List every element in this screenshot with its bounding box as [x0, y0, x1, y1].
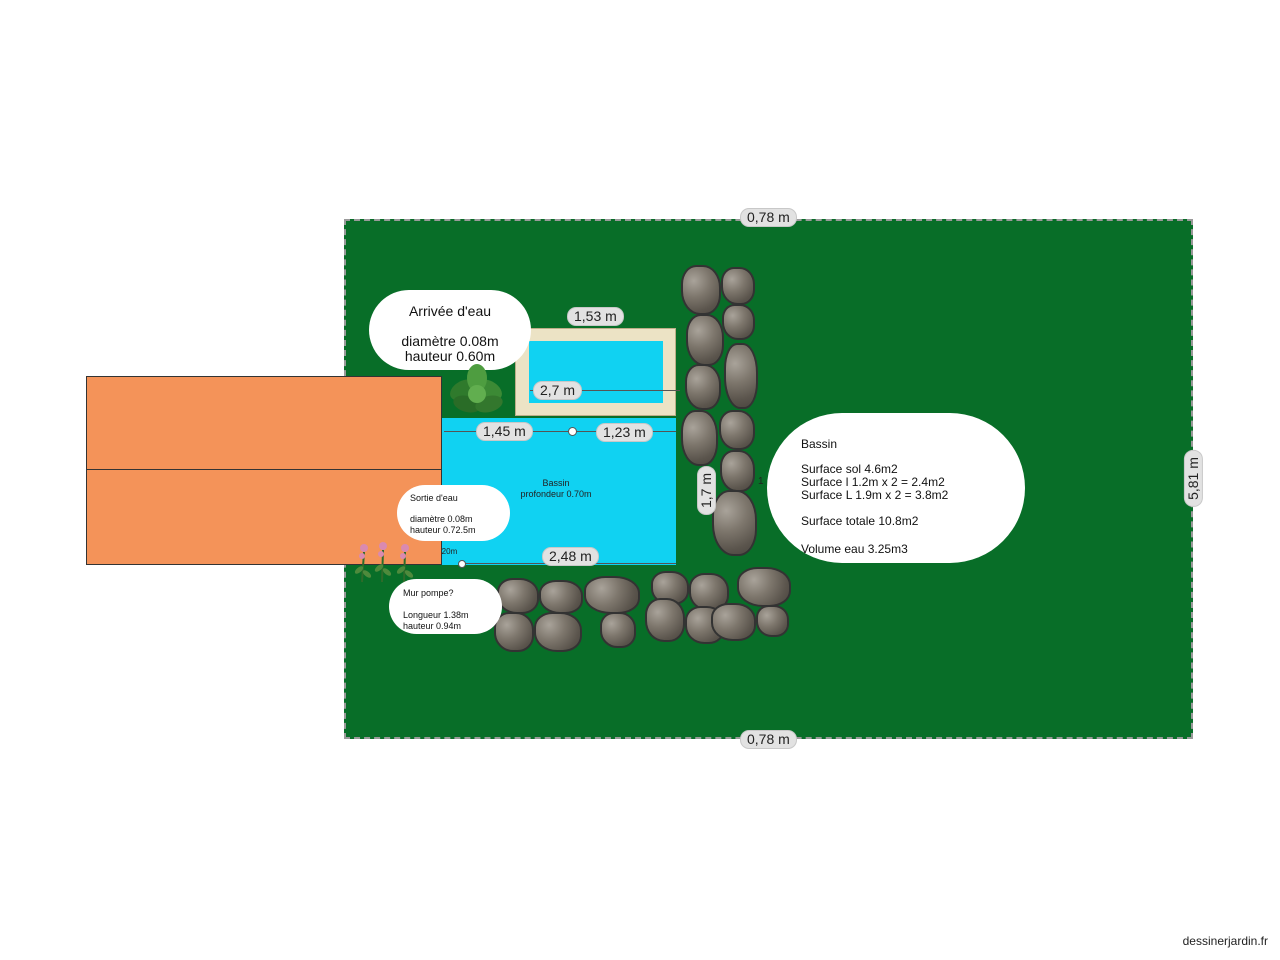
- stone[interactable]: [497, 578, 539, 614]
- pump-wall-note[interactable]: Mur pompe? Longueur 1.38m hauteur 0.94m: [389, 579, 502, 634]
- plant-icon: [450, 364, 503, 413]
- water-outlet-diameter: diamètre 0.08m: [410, 514, 473, 524]
- dimension-basin-top-depth[interactable]: 2,7 m: [534, 382, 582, 399]
- dimension-right-segment[interactable]: 1,23 m: [597, 424, 652, 441]
- stone[interactable]: [737, 567, 791, 607]
- dimension-node[interactable]: [458, 560, 466, 568]
- basin-label: Bassin profondeur 0.70m: [496, 478, 616, 500]
- basin-label-depth: profondeur 0.70m: [520, 489, 592, 499]
- dimension-right[interactable]: 5,81 m: [1184, 451, 1202, 506]
- water-inlet-details: diamètre 0.08m hauteur 0.60m: [369, 334, 531, 364]
- flowers[interactable]: [350, 538, 420, 584]
- pump-wall-details: Longueur 1.38m hauteur 0.94m: [403, 610, 469, 632]
- stone[interactable]: [645, 598, 685, 642]
- dimension-bottom[interactable]: 0,78 m: [741, 731, 796, 748]
- basin-info-surface-L: Surface L 1.9m x 2 = 3.8m2: [801, 488, 949, 502]
- dimension-line: [530, 390, 680, 391]
- dimension-tiny-mark: 1: [758, 476, 764, 487]
- dimension-line: [444, 431, 676, 432]
- stone[interactable]: [686, 314, 724, 366]
- stone[interactable]: [756, 605, 789, 637]
- basin-info-surface-l: Surface l 1.2m x 2 = 2.4m2: [801, 475, 945, 489]
- water-inlet-note[interactable]: Arrivée d'eau diamètre 0.08m hauteur 0.6…: [369, 290, 531, 370]
- stone[interactable]: [681, 410, 718, 466]
- dimension-basin-height[interactable]: 1,7 m: [698, 466, 716, 515]
- stone[interactable]: [539, 580, 583, 614]
- water-outlet-title: Sortie d'eau: [410, 493, 458, 503]
- stone[interactable]: [720, 450, 755, 492]
- dimension-basin-bottom[interactable]: 2,48 m: [543, 548, 598, 565]
- basin-info-surfaces: Surface sol 4.6m2 Surface l 1.2m x 2 = 2…: [801, 463, 948, 502]
- basin-info-surface-totale: Surface totale 10.8m2: [801, 514, 919, 528]
- water-inlet-title: Arrivée d'eau: [408, 303, 492, 319]
- dimension-top[interactable]: 0,78 m: [741, 209, 796, 226]
- basin-label-title: Bassin: [542, 478, 570, 488]
- flower-icon: [354, 542, 414, 583]
- stone[interactable]: [584, 576, 640, 614]
- stone[interactable]: [711, 603, 756, 641]
- pump-wall-height: hauteur 0.94m: [403, 621, 462, 631]
- stone[interactable]: [722, 304, 755, 340]
- stone[interactable]: [712, 490, 757, 556]
- water-inlet-height: hauteur 0.60m: [404, 348, 496, 364]
- terrace[interactable]: [86, 376, 442, 565]
- basin-info-note[interactable]: Bassin Surface sol 4.6m2 Surface l 1.2m …: [767, 413, 1025, 563]
- water-outlet-height: hauteur 0.72.5m: [410, 525, 476, 535]
- dimension-node[interactable]: [568, 427, 577, 436]
- basin-info-title: Bassin: [801, 437, 838, 451]
- pump-wall-title: Mur pompe?: [403, 588, 454, 598]
- site-credit[interactable]: dessinerjardin.fr: [1182, 934, 1268, 948]
- basin-info-surface-sol: Surface sol 4.6m2: [801, 462, 898, 476]
- stone[interactable]: [681, 265, 721, 315]
- terrace-divider: [86, 469, 442, 470]
- plant-hosta[interactable]: [443, 360, 511, 416]
- stone[interactable]: [721, 267, 755, 305]
- dimension-basin-top-width[interactable]: 1,53 m: [568, 308, 623, 325]
- pump-wall-length: Longueur 1.38m: [403, 610, 469, 620]
- stone[interactable]: [494, 612, 534, 652]
- water-inlet-diameter: diamètre 0.08m: [401, 333, 499, 349]
- stone[interactable]: [685, 364, 721, 410]
- water-outlet-note[interactable]: Sortie d'eau diamètre 0.08m hauteur 0.72…: [397, 485, 510, 541]
- dimension-small-mark: 0,20m: [435, 547, 458, 556]
- stone[interactable]: [724, 343, 758, 409]
- stone[interactable]: [534, 612, 582, 652]
- stone[interactable]: [600, 612, 636, 648]
- stone[interactable]: [719, 410, 755, 450]
- dimension-left-segment[interactable]: 1,45 m: [477, 423, 532, 440]
- water-outlet-details: diamètre 0.08m hauteur 0.72.5m: [410, 514, 476, 536]
- basin-info-volume: Volume eau 3.25m3: [801, 542, 908, 556]
